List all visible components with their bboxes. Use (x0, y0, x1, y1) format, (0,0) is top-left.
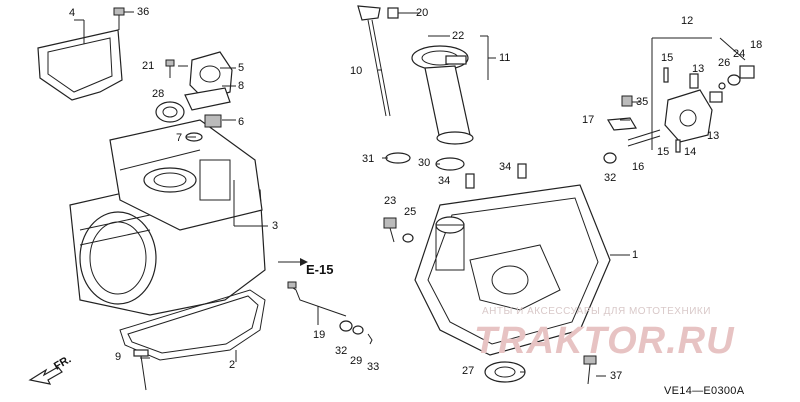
bolt-36 (113, 7, 125, 30)
part-label-26: 26 (718, 57, 731, 69)
part-label-5: 5 (238, 62, 245, 74)
part-label-37: 37 (610, 370, 623, 382)
part-label-23: 23 (384, 195, 397, 207)
part-label-18: 18 (750, 39, 763, 51)
part-label-15-lower: 15 (657, 146, 670, 158)
part-label-34-right: 34 (499, 161, 512, 173)
part-label-25: 25 (404, 206, 417, 218)
crankcase-cover-plate (37, 29, 123, 101)
part-label-3: 3 (272, 220, 279, 232)
front-direction-arrow (28, 366, 63, 385)
bolt-37 (583, 355, 597, 385)
part-label-20: 22 (452, 30, 465, 42)
crankcase-cover-1 (414, 184, 611, 356)
part-label-1: 1 (632, 249, 639, 261)
governor-assembly (603, 37, 755, 164)
part-label-2: 2 (229, 359, 236, 371)
part-label-36: 36 (137, 6, 150, 18)
part-label-12: 12 (681, 15, 694, 27)
part-label-34-left: 34 (438, 175, 451, 187)
part-label-30: 30 (418, 157, 431, 169)
part-label-14: 14 (684, 146, 697, 158)
part-label-28: 29 (350, 355, 363, 367)
cylinder-block (69, 119, 266, 316)
diagram-code: VE14—E0300A (664, 385, 745, 397)
part-label-24: 24 (733, 48, 746, 60)
part-label-17: 17 (582, 114, 595, 126)
part-label-13-lower: 13 (707, 130, 720, 142)
oil-filler-tube (411, 35, 474, 145)
watermark-line2: TRAKTOR.RU (474, 320, 735, 362)
governor-rod (287, 281, 373, 345)
part-label-4: 4 (69, 7, 76, 19)
part-label-9: 9 (115, 351, 122, 363)
part-label-29: 27 (462, 365, 475, 377)
part-label-31: 31 (362, 153, 375, 165)
part-label-19: 19 (313, 329, 326, 341)
dowel-pins-34 (465, 163, 527, 189)
gasket-2 (119, 289, 266, 361)
section-ref-arrow (278, 258, 308, 266)
part-label-7: 7 (176, 132, 183, 144)
part-label-11: 11 (499, 52, 511, 64)
part-label-32-lower: 32 (335, 345, 348, 357)
o-rings (385, 152, 465, 171)
part-label-27: 28 (152, 88, 165, 100)
dipstick-10 (357, 5, 391, 117)
part-label-21: 21 (142, 60, 155, 72)
section-ref-e15: E-15 (306, 262, 334, 277)
part-label-15-upper: 15 (661, 52, 674, 64)
part-label-13-upper: 13 (692, 63, 705, 75)
part-label-10: 10 (350, 65, 363, 77)
leader-lines (74, 11, 640, 377)
part-label-32-upper: 32 (604, 172, 617, 184)
oil-seal-29 (484, 361, 526, 383)
part-label-22: 20 (416, 7, 429, 19)
part-label-6: 6 (238, 116, 245, 128)
part-label-16: 16 (632, 161, 645, 173)
bolt-23 (383, 217, 414, 243)
part-label-35: 35 (636, 96, 649, 108)
bolt-9 (133, 349, 149, 391)
part-label-33: 33 (367, 361, 380, 373)
part-label-8: 8 (238, 80, 245, 92)
watermark-line1: АНТЫ И АКСЕССУАРЫ ДЛЯ МОТОТЕХНИКИ (482, 306, 711, 317)
